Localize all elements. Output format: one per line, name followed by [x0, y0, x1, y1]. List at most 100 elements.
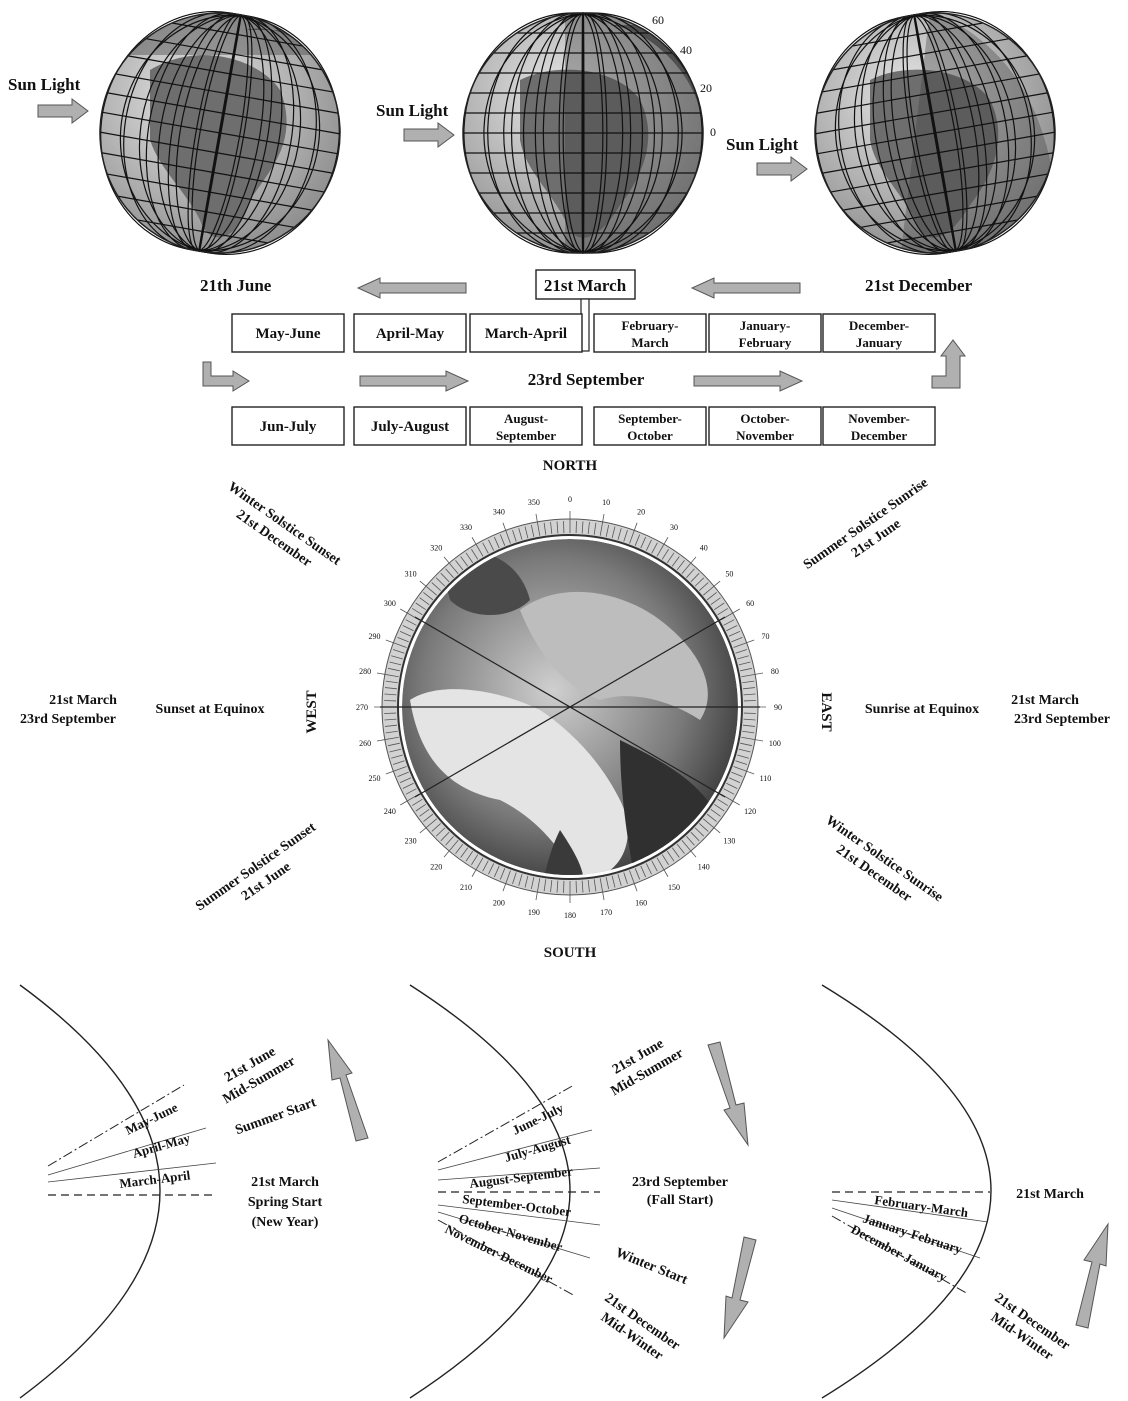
degree-tick-40: 40: [700, 544, 708, 553]
degree-tick-190: 190: [528, 908, 540, 917]
svg-text:(Fall Start): (Fall Start): [647, 1193, 714, 1208]
degree-tick-280: 280: [359, 667, 371, 676]
september-equinox-label: 23rd September: [528, 370, 645, 389]
east-date-2: 23rd September: [1014, 712, 1110, 727]
top-month-label-may-june: May-June: [256, 326, 321, 342]
sector-august-september: August-September: [469, 1163, 574, 1191]
winter-sunset-label: Winter Solstice Sunset 21st December: [225, 480, 344, 571]
bottom-month-label-october-november-1: October-: [740, 411, 789, 426]
degree-tick-70: 70: [761, 632, 769, 641]
degree-tick-310: 310: [405, 569, 417, 578]
degree-tick-260: 260: [359, 739, 371, 748]
degree-tick-100: 100: [769, 739, 781, 748]
top-month-box-may-june: May-June: [231, 313, 345, 353]
bottom-month-box-july-august: July-August: [353, 406, 467, 446]
globe-grid-1: [99, 10, 341, 256]
fall-down-arrow-1: [707, 1041, 749, 1147]
solstice-line-2: [414, 616, 726, 798]
degree-tick-110: 110: [760, 774, 772, 783]
winter-up-arrow: [1075, 1222, 1109, 1329]
svg-text:Summer Solstice Sunrise: Summer Solstice Sunrise: [801, 475, 931, 572]
top-month-label-april-may: April-May: [376, 326, 445, 342]
horizon-fall: June-July July-August August-September S…: [409, 984, 757, 1399]
sector-july-august: July-August: [503, 1132, 573, 1165]
degree-tick-10: 10: [602, 498, 610, 507]
degree-tick-170: 170: [600, 908, 612, 917]
top-month-label-january-february-2: February: [739, 335, 792, 350]
timeline-arrow-top-left: [356, 277, 467, 299]
latitude-tick-60: 60: [652, 13, 664, 27]
bottom-month-label-july-august: July-August: [371, 419, 449, 435]
globe-grid-2: [462, 12, 704, 254]
latitude-tick-20: 20: [700, 81, 712, 95]
sunrise-equinox-label: Sunrise at Equinox: [865, 702, 979, 717]
degree-tick-240: 240: [384, 807, 396, 816]
top-month-label-february-march-1: February-: [621, 318, 678, 333]
degree-tick-220: 220: [430, 862, 442, 871]
summer-start-label: Summer Start: [233, 1095, 318, 1138]
degree-tick-290: 290: [369, 632, 381, 641]
degree-tick-0: 0: [568, 495, 572, 504]
sector-february-march: February-March: [874, 1192, 970, 1220]
sun-arrow-3: [756, 156, 808, 182]
degree-tick-300: 300: [384, 599, 396, 608]
timeline-turn-arrow-right: [931, 339, 966, 389]
bottom-month-label-august-september-2: September: [496, 428, 556, 443]
december-solstice-date: 21st December: [865, 276, 973, 295]
winter-sunrise-label: Winter Solstice Sunrise 21st December: [823, 813, 946, 905]
svg-text:21st March: 21st March: [251, 1175, 319, 1190]
svg-text:Spring Start: Spring Start: [248, 1195, 323, 1210]
svg-text:23rd September: 23rd September: [632, 1175, 728, 1190]
summer-sunset-label: Summer Solstice Sunset 21st June: [193, 820, 319, 914]
sun-arrow-1: [37, 98, 89, 124]
west-date-2: 23rd September: [20, 712, 116, 727]
degree-tick-130: 130: [723, 837, 735, 846]
degree-tick-20: 20: [637, 508, 645, 517]
north-label: NORTH: [543, 458, 598, 474]
east-label: EAST: [818, 692, 834, 731]
degree-tick-150: 150: [668, 883, 680, 892]
top-month-label-february-march-2: March: [631, 335, 669, 350]
sun-label-1: Sun Light: [8, 75, 81, 94]
timeline-arrow-top-right: [690, 277, 801, 299]
timeline-arrow-mid-left: [359, 370, 470, 392]
degree-tick-80: 80: [771, 667, 779, 676]
degree-tick-50: 50: [725, 569, 733, 578]
bottom-month-label-october-november-2: November: [736, 428, 794, 443]
top-month-box-march-april: March-April: [469, 313, 583, 353]
degree-tick-160: 160: [635, 898, 647, 907]
summer-sunrise-label: Summer Solstice Sunrise 21st June: [801, 475, 931, 572]
sun-label-3: Sun Light: [726, 135, 799, 154]
bottom-month-label-september-october-1: September-: [618, 411, 682, 426]
bottom-month-box-jun-july: Jun-July: [231, 406, 345, 446]
top-month-row: May-June April-May March-April February- Mar…: [231, 313, 936, 353]
degree-tick-350: 350: [528, 498, 540, 507]
bottom-month-box-august-september: August-September: [469, 406, 583, 446]
top-month-label-march-april: March-April: [485, 326, 567, 342]
top-month-label-december-january-1: December-: [849, 318, 909, 333]
top-month-box-april-may: April-May: [353, 313, 467, 353]
spring-up-arrow: [327, 1038, 369, 1142]
june-solstice-date: 21th June: [200, 276, 272, 295]
timeline-turn-arrow-left: [202, 361, 250, 392]
bottom-month-box-september-october: September-October: [593, 406, 707, 446]
horizon-winter: February-March January-February December…: [821, 984, 1109, 1399]
east-date-1: 21st March: [1011, 693, 1079, 708]
top-month-box-february-march: February- March: [593, 313, 707, 353]
globe-grid-lines: [99, 10, 1056, 256]
south-label: SOUTH: [544, 945, 597, 961]
march-equinox-box: 21st March: [535, 269, 636, 300]
sector-april-may: April-May: [131, 1130, 193, 1161]
degree-tick-200: 200: [493, 898, 505, 907]
fall-down-arrow-2: [723, 1236, 757, 1340]
degree-tick-60: 60: [746, 599, 754, 608]
winter-march-label: 21st March: [1016, 1187, 1084, 1202]
degree-tick-30: 30: [670, 523, 678, 532]
bottom-month-box-november-december: November-December: [822, 406, 936, 446]
bottom-month-box-october-november: October- November: [708, 406, 822, 446]
sector-march-april: March-April: [119, 1167, 192, 1191]
horizon-spring: March-April April-May May-June 21st June…: [19, 984, 369, 1399]
bottom-month-label-jun-july: Jun-July: [260, 419, 317, 435]
degree-tick-120: 120: [744, 807, 756, 816]
bottom-month-label-november-december-2: December: [851, 428, 908, 443]
